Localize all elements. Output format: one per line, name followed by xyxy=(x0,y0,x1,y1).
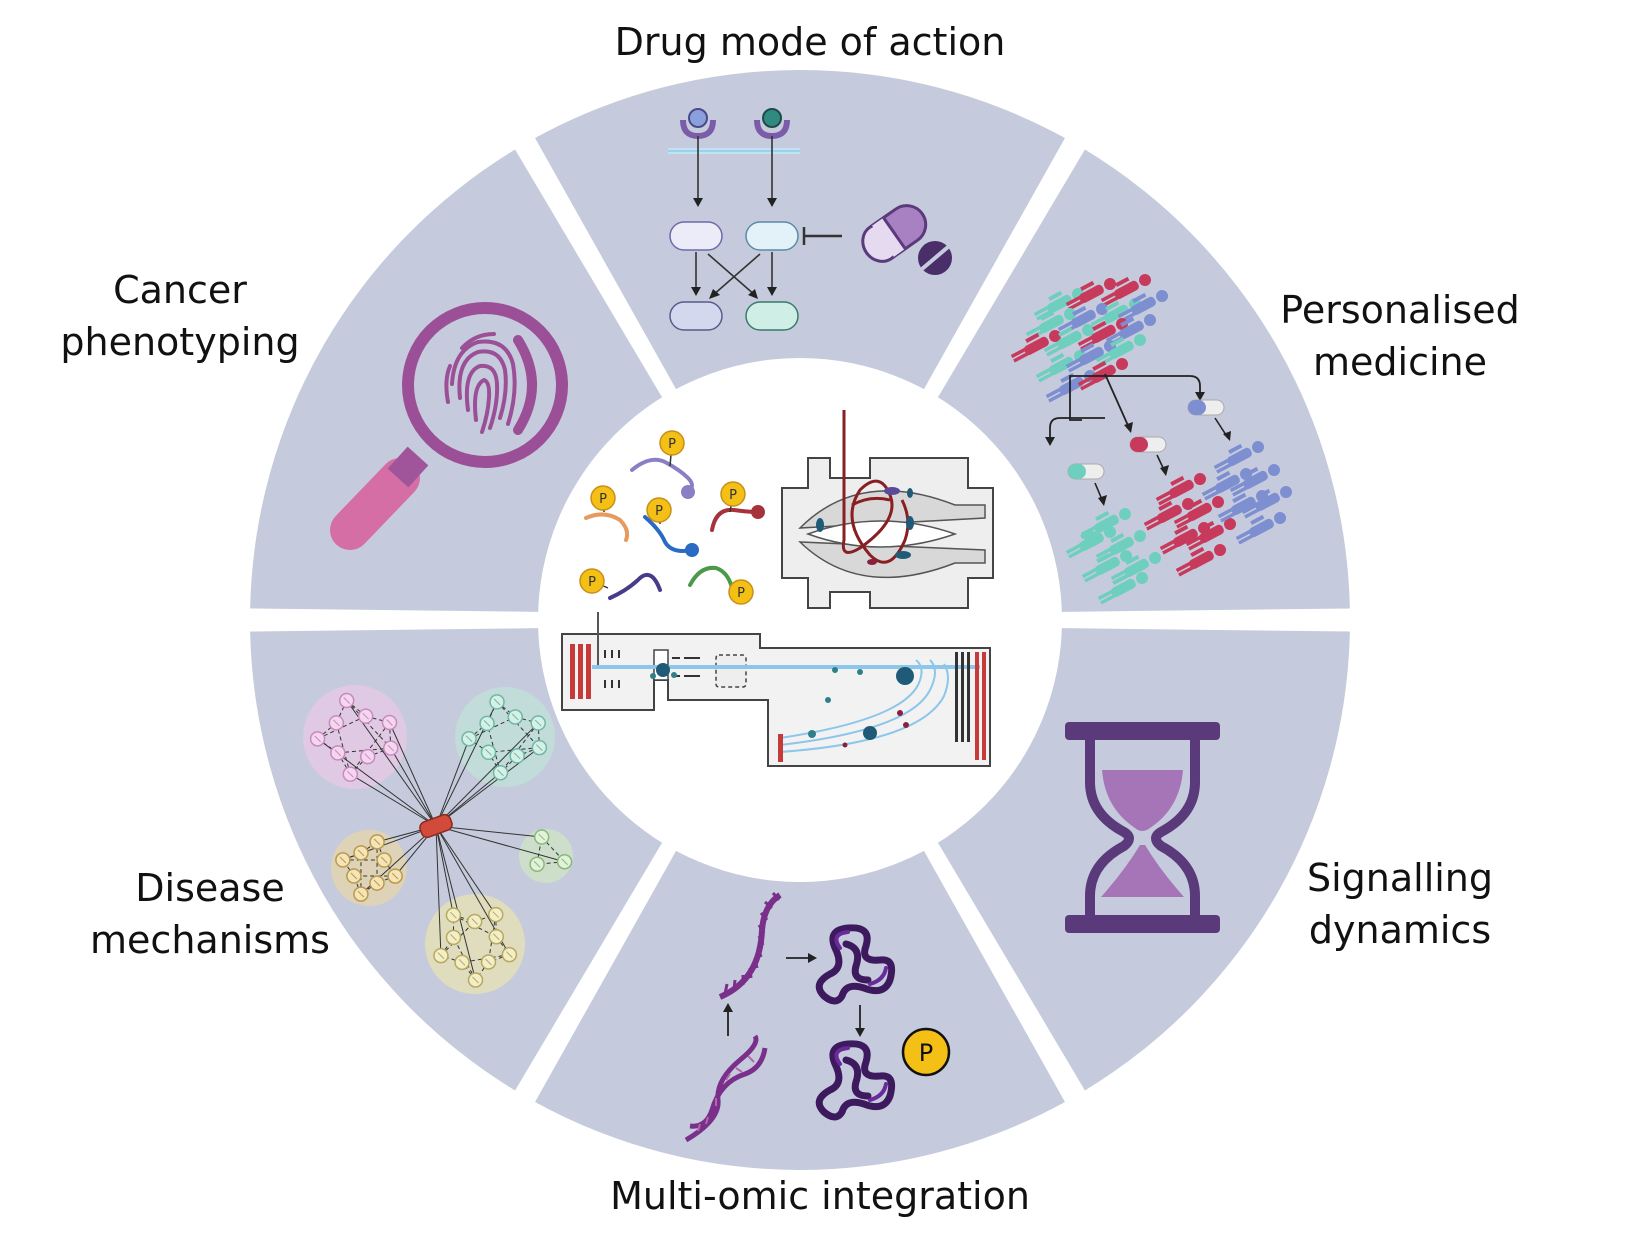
phospho-label: P xyxy=(588,575,596,590)
label-line: phenotyping xyxy=(30,316,330,368)
label-line: Drug mode of action xyxy=(560,16,1060,68)
label-multi-omic-integration: Multi-omic integration xyxy=(560,1170,1080,1222)
label-line: Multi-omic integration xyxy=(560,1170,1080,1222)
label-line: Cancer xyxy=(30,264,330,316)
phospho-label: P xyxy=(668,437,676,452)
label-drug-mode-of-action: Drug mode of action xyxy=(560,16,1060,68)
label-line: Disease xyxy=(60,862,360,914)
phospho-label: P xyxy=(729,488,737,503)
label-line: Personalised xyxy=(1250,284,1550,336)
phospho-label: P xyxy=(919,1039,933,1067)
phospho-label: P xyxy=(599,492,607,507)
label-line: Signalling xyxy=(1250,852,1550,904)
label-line: dynamics xyxy=(1250,904,1550,956)
phospho-label: P xyxy=(737,586,745,601)
center-disc xyxy=(538,358,1062,882)
phospho-label: P xyxy=(655,504,663,519)
label-line: mechanisms xyxy=(60,914,360,966)
label-line: medicine xyxy=(1250,336,1550,388)
